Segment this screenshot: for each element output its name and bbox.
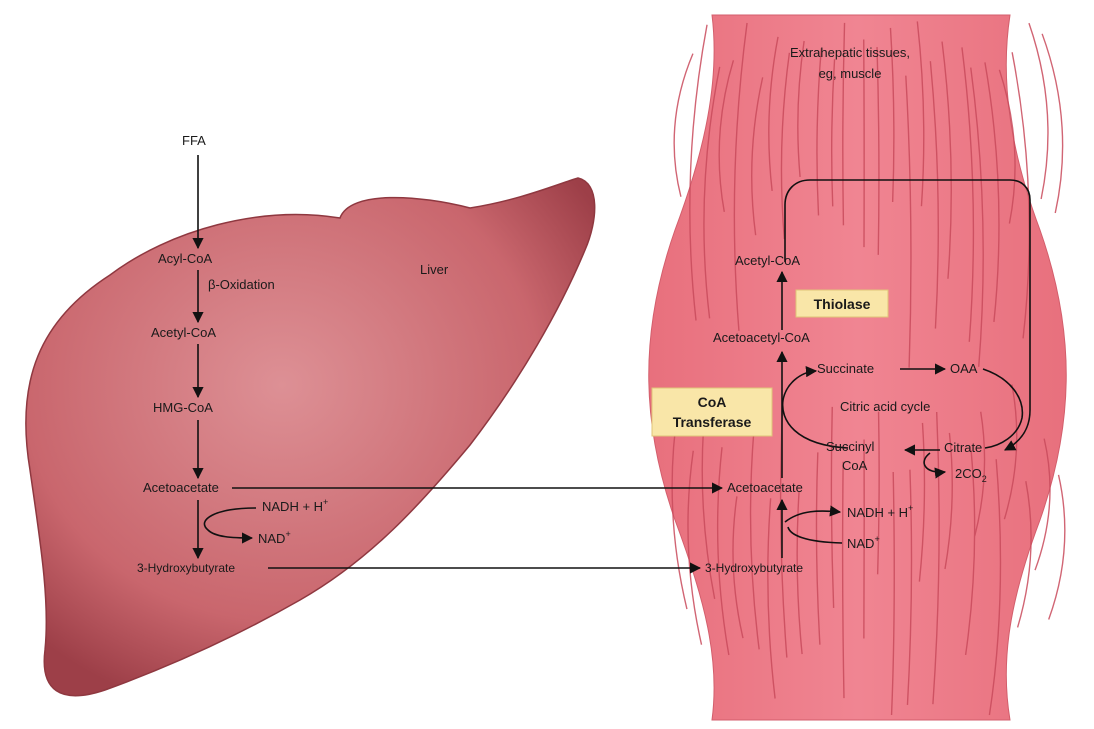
muscle-shape — [648, 14, 1067, 721]
muscle-fiber — [905, 75, 912, 368]
muscle-fiber — [673, 53, 694, 197]
oaa-label: OAA — [950, 361, 978, 376]
acetyl-coa-label-muscle: Acetyl-CoA — [735, 253, 800, 268]
muscle-fiber — [1048, 474, 1066, 620]
muscle-fiber — [1011, 52, 1030, 339]
muscle-fiber — [941, 41, 952, 279]
muscle-fiber — [1028, 22, 1049, 200]
coa-transferase-label-line1: CoA — [698, 394, 727, 410]
acetyl-coa-to-cycle-arrow — [784, 179, 1031, 451]
succinyl-coa-label-line1: Succinyl — [826, 439, 875, 454]
acetyl-coa-label-liver: Acetyl-CoA — [151, 325, 216, 340]
muscle-tissue — [648, 14, 1067, 721]
nadh-label-liver: NADH + H+ — [262, 497, 328, 514]
muscle-fiber — [797, 40, 805, 177]
muscle-fiber — [751, 77, 764, 236]
citric-acid-cycle-label: Citric acid cycle — [840, 399, 930, 414]
liver-shape — [25, 177, 596, 697]
nadh-label-muscle: NADH + H+ — [847, 503, 913, 520]
acetoacetate-label-liver: Acetoacetate — [143, 480, 219, 495]
muscle-fiber — [944, 432, 953, 570]
hmg-coa-label: HMG-CoA — [153, 400, 213, 415]
tissue-label-line1: Extrahepatic tissues, — [790, 45, 910, 60]
muscle-fiber — [1003, 384, 1018, 520]
ffa-label: FFA — [182, 133, 206, 148]
succinyl-coa-label-line2: CoA — [842, 458, 868, 473]
thiolase-enzyme-box — [795, 289, 889, 318]
acetoacetyl-coa-label: Acetoacetyl-CoA — [713, 330, 810, 345]
muscle-fiber — [703, 66, 721, 319]
muscle-fiber — [974, 411, 986, 537]
acetoacetate-label-muscle: Acetoacetate — [727, 480, 803, 495]
muscle-fiber — [733, 22, 748, 331]
muscle-fiber — [984, 62, 1000, 323]
succinate-label: Succinate — [817, 361, 874, 376]
muscle-fiber — [929, 61, 939, 329]
citrate-label: Citrate — [944, 440, 982, 455]
muscle-fiber — [876, 47, 880, 255]
coa-transferase-label-line2: Transferase — [673, 414, 752, 430]
muscle-fiber — [732, 496, 744, 639]
muscle-fiber — [964, 450, 976, 656]
hydroxybutyrate-label-liver: 3-Hydroxybutyrate — [137, 561, 235, 575]
co2-label: 2CO2 — [955, 466, 987, 484]
muscle-fiber — [718, 60, 735, 213]
muscle-fiber — [970, 67, 984, 367]
muscle-fiber — [1016, 481, 1032, 628]
beta-oxidation-label: β-Oxidation — [208, 277, 275, 292]
liver-organ-label: Liver — [420, 262, 449, 277]
muscle-fiber — [1041, 33, 1064, 214]
muscle-fiber — [842, 22, 846, 226]
muscle-fiber — [998, 69, 1016, 224]
muscle-fiber — [988, 459, 1002, 716]
muscle-fiber — [768, 36, 779, 192]
nad-label-muscle: NAD+ — [847, 534, 880, 551]
liver-pathway: FFA Acyl-CoA Liver β-Oxidation Acetyl-Co… — [137, 133, 449, 575]
muscle-fiber — [689, 24, 708, 321]
hydroxybutyrate-label-muscle: 3-Hydroxybutyrate — [705, 561, 803, 575]
muscle-fiber — [796, 491, 803, 655]
muscle-fiber — [906, 469, 913, 705]
thiolase-label: Thiolase — [814, 296, 871, 312]
muscle-fiber — [918, 422, 926, 582]
muscle-fiber — [841, 461, 845, 699]
muscle-fiber — [780, 52, 791, 239]
muscle-fiber — [687, 450, 703, 645]
muscle-fiber — [961, 47, 975, 342]
muscle-fiber — [830, 59, 836, 207]
muscle-pathway: Extrahepatic tissues, eg, muscle Acetyl-… — [651, 45, 1031, 575]
muscle-fiber — [767, 498, 776, 699]
coa-transferase-enzyme-box — [651, 387, 773, 437]
tissue-label-line2: eg, muscle — [819, 66, 882, 81]
muscle-fiber — [890, 471, 895, 716]
muscle-fiber — [816, 48, 823, 216]
muscle-fiber — [749, 430, 760, 650]
muscle-fiber — [815, 452, 821, 645]
muscle-fiber — [889, 27, 895, 203]
nad-label-liver: NAD+ — [258, 529, 291, 546]
citric-acid-cycle: Succinate OAA Citric acid cycle Citrate … — [781, 361, 1024, 484]
muscle-fiber — [876, 411, 880, 575]
acyl-coa-label: Acyl-CoA — [158, 251, 213, 266]
muscle-fiber — [1034, 438, 1051, 571]
muscle-fiber — [716, 447, 730, 656]
muscle-fiber — [916, 21, 925, 207]
